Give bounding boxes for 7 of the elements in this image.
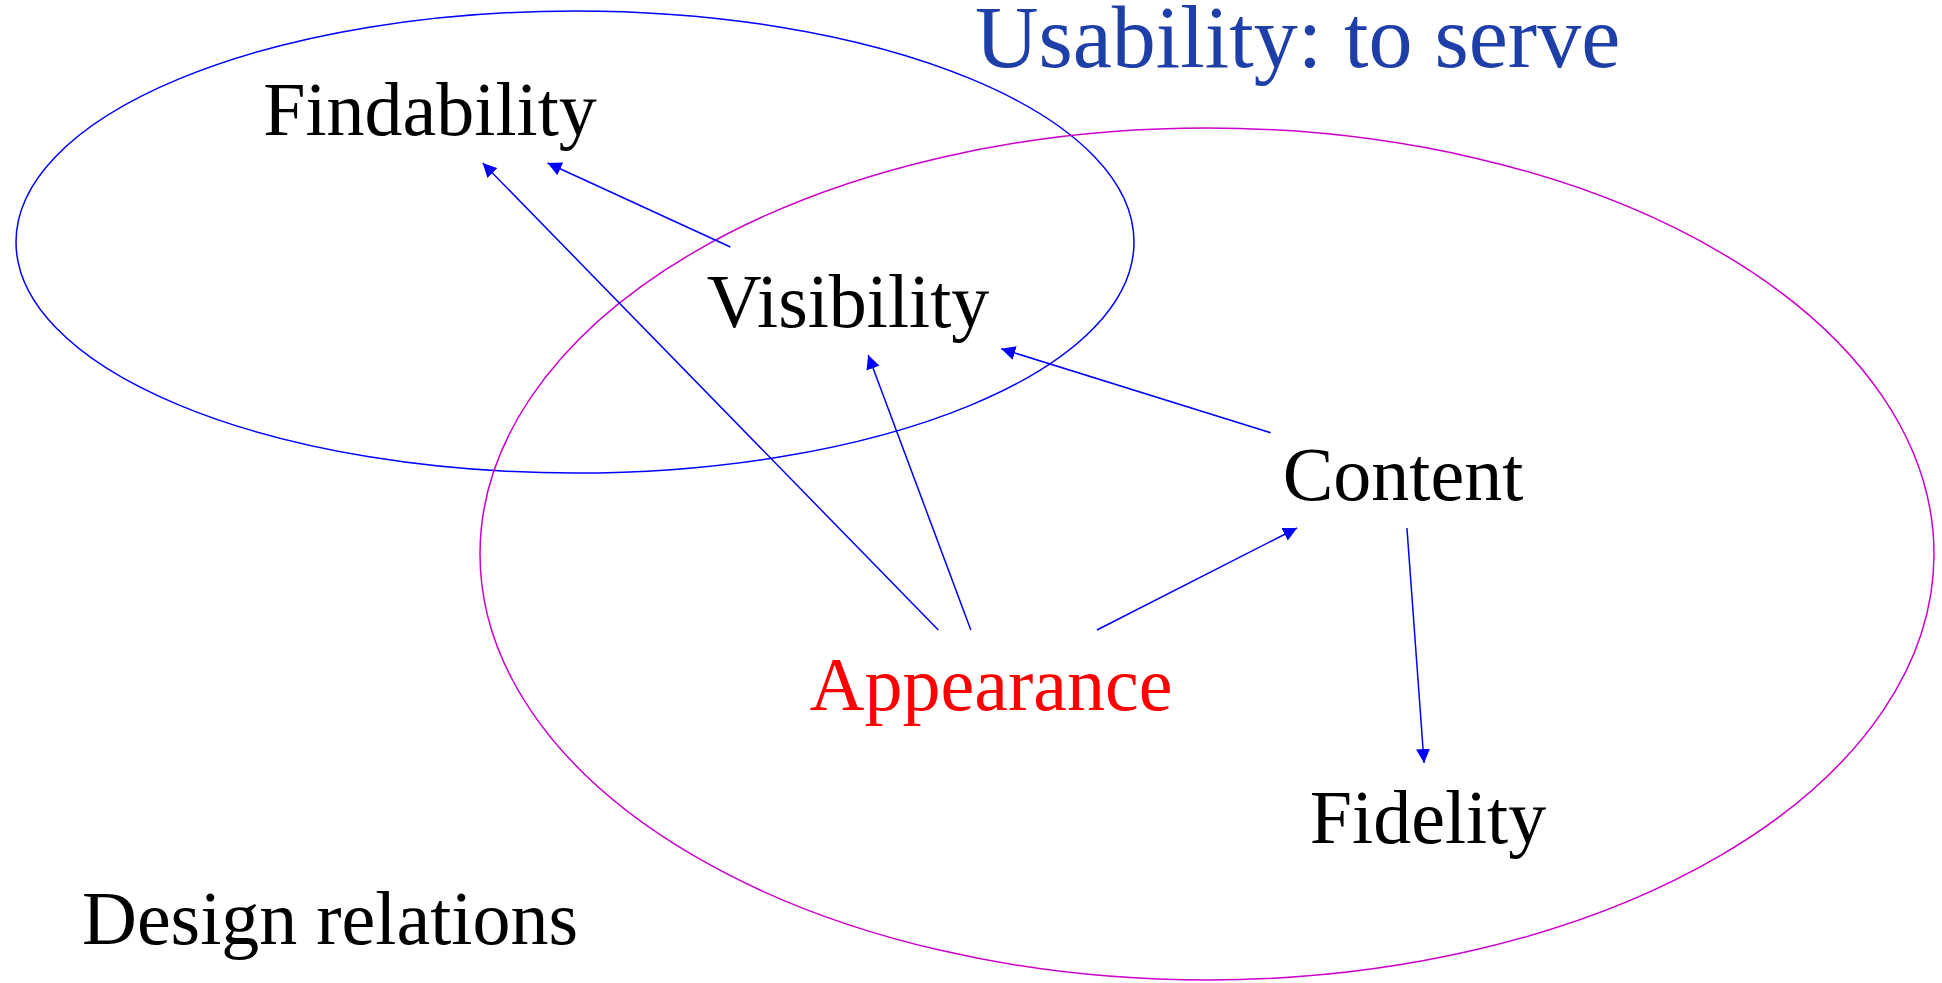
node-label: Content (1282, 436, 1524, 512)
arrow (866, 354, 972, 631)
arrow (1000, 346, 1272, 434)
arrow (1096, 527, 1298, 631)
arrow (481, 162, 940, 631)
arrow (1406, 527, 1431, 764)
arrow (546, 162, 732, 248)
